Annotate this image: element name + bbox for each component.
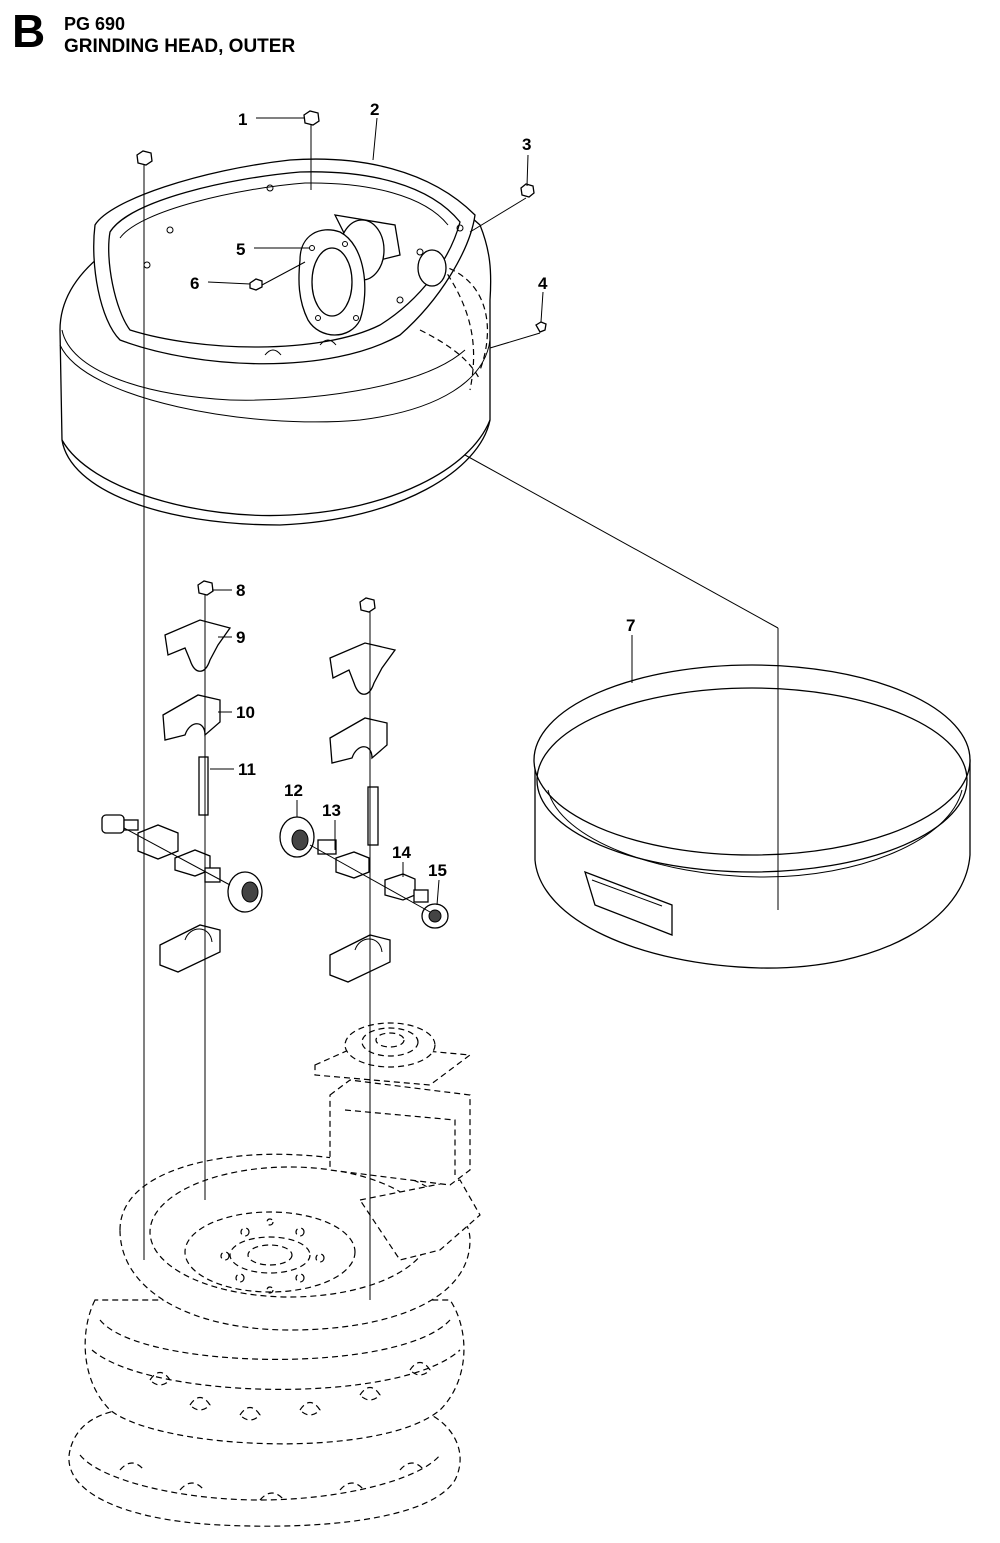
hood-bolts [136,110,547,333]
grinding-machine-base [68,1022,481,1527]
port-flange [298,214,401,336]
callout-numbers: 1 2 3 4 5 6 7 8 9 10 11 12 13 14 15 [190,100,635,880]
callout-1: 1 [238,110,247,129]
sealing-ring [533,664,971,969]
callout-3: 3 [522,135,531,154]
callout-5: 5 [236,240,245,259]
callout-13: 13 [322,801,341,820]
right-mount-stack [329,597,397,983]
callout-2: 2 [370,100,379,119]
section-letter: B [12,5,46,57]
left-mount-stack [159,580,232,973]
callout-11: 11 [238,760,256,779]
left-shaft-assembly [101,814,263,913]
callout-10: 10 [236,703,255,722]
callout-6: 6 [190,274,199,293]
callout-8: 8 [236,581,245,600]
callout-leaders [207,117,633,906]
diagram-title: GRINDING HEAD, OUTER [64,36,296,57]
callout-7: 7 [626,616,635,635]
right-shaft-assembly [279,816,449,929]
hood-cover [59,158,492,526]
callout-4: 4 [538,274,548,293]
callout-14: 14 [392,843,411,862]
assembly-lines [123,133,779,1300]
page-header: B PG 690 GRINDING HEAD, OUTER [12,5,612,60]
model-name: PG 690 [64,14,126,34]
callout-12: 12 [284,781,303,800]
callout-15: 15 [428,861,447,880]
callout-9: 9 [236,628,245,647]
